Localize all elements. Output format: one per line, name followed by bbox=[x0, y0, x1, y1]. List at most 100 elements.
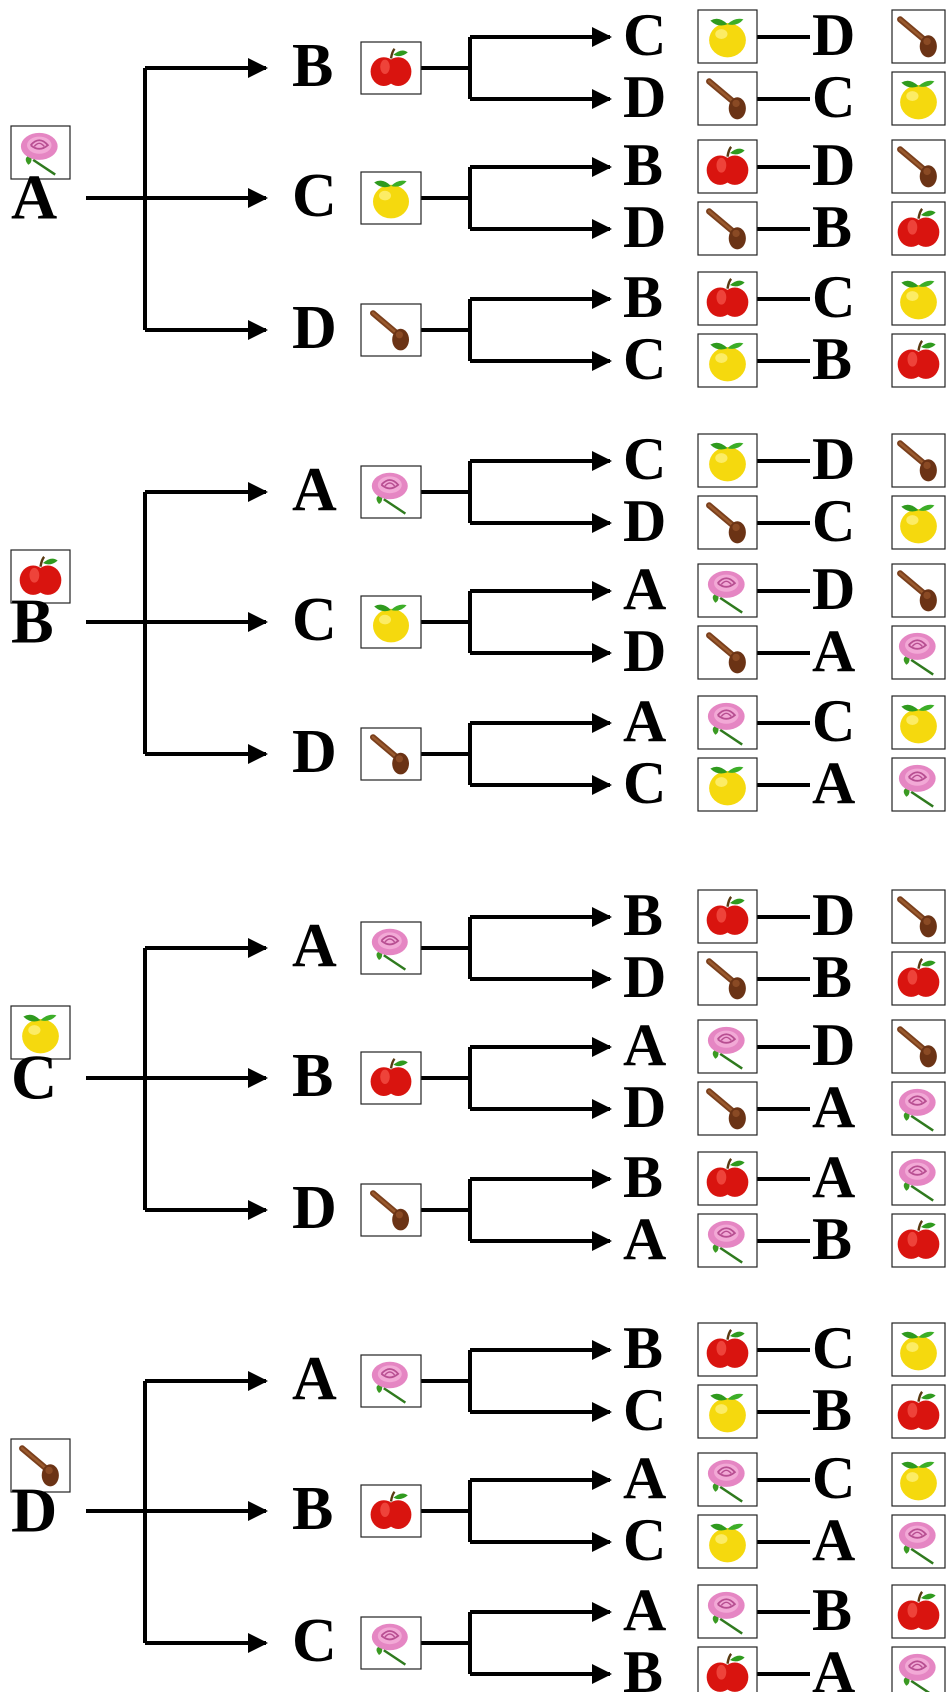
clove-icon bbox=[698, 72, 757, 125]
leaf-second-label: B bbox=[812, 326, 852, 392]
clove-icon bbox=[892, 890, 945, 943]
leaf-second-label: C bbox=[812, 1445, 855, 1511]
rose-icon bbox=[698, 1020, 757, 1073]
rose-icon bbox=[698, 564, 757, 617]
root-label: C bbox=[11, 1042, 57, 1113]
rose-icon bbox=[698, 1214, 757, 1267]
rose-icon bbox=[892, 1082, 945, 1135]
leaf-first-label: C bbox=[623, 426, 666, 492]
leaf-first-label: B bbox=[623, 132, 663, 198]
clove-icon bbox=[892, 140, 945, 193]
clove-icon bbox=[698, 1082, 757, 1135]
lemon-icon bbox=[361, 172, 421, 224]
leaf-first-label: C bbox=[623, 750, 666, 816]
leaf-second-label: C bbox=[812, 64, 855, 130]
apple-icon bbox=[892, 1214, 945, 1267]
branch-label: C bbox=[292, 1607, 337, 1675]
apple-icon bbox=[892, 202, 945, 255]
lemon-icon bbox=[892, 1453, 945, 1506]
rose-icon bbox=[361, 922, 421, 974]
apple-icon bbox=[892, 952, 945, 1005]
clove-icon bbox=[361, 1184, 421, 1236]
leaf-first-label: C bbox=[623, 2, 666, 68]
leaf-second-label: A bbox=[812, 1507, 855, 1573]
leaf-first-label: D bbox=[623, 488, 666, 554]
clove-icon bbox=[698, 496, 757, 549]
leaf-first-label: D bbox=[623, 1074, 666, 1140]
branch-label: C bbox=[292, 586, 337, 654]
branch-label: D bbox=[292, 718, 337, 786]
branch-label: A bbox=[292, 912, 337, 980]
lemon-icon bbox=[892, 272, 945, 325]
leaf-second-label: D bbox=[812, 426, 855, 492]
rose-icon bbox=[698, 1585, 757, 1638]
branch-label: B bbox=[292, 1475, 333, 1543]
lemon-icon bbox=[698, 1515, 757, 1568]
leaf-second-label: A bbox=[812, 1144, 855, 1210]
lemon-icon bbox=[892, 496, 945, 549]
lemon-icon bbox=[698, 1385, 757, 1438]
apple-icon bbox=[698, 1152, 757, 1205]
branch-label: A bbox=[292, 456, 337, 524]
apple-icon bbox=[361, 1052, 421, 1104]
branch-label: A bbox=[292, 1345, 337, 1413]
leaf-second-label: B bbox=[812, 194, 852, 260]
leaf-second-label: C bbox=[812, 264, 855, 330]
lemon-icon bbox=[698, 334, 757, 387]
leaf-second-label: D bbox=[812, 2, 855, 68]
lemon-icon bbox=[892, 696, 945, 749]
leaf-first-label: B bbox=[623, 1144, 663, 1210]
clove-icon bbox=[892, 564, 945, 617]
clove-icon bbox=[892, 1020, 945, 1073]
leaf-first-label: D bbox=[623, 64, 666, 130]
rose-icon bbox=[361, 1355, 421, 1407]
leaf-second-label: B bbox=[812, 1577, 852, 1643]
leaf-first-label: A bbox=[623, 1012, 666, 1078]
leaf-first-label: B bbox=[623, 264, 663, 330]
leaf-second-label: D bbox=[812, 132, 855, 198]
leaf-second-label: C bbox=[812, 688, 855, 754]
apple-icon bbox=[698, 140, 757, 193]
branch-label: B bbox=[292, 1042, 333, 1110]
leaf-first-label: D bbox=[623, 194, 666, 260]
rose-icon bbox=[892, 1515, 945, 1568]
rose-icon bbox=[892, 626, 945, 679]
branch-label: C bbox=[292, 162, 337, 230]
rose-icon bbox=[892, 758, 945, 811]
leaf-second-label: B bbox=[812, 944, 852, 1010]
leaf-first-label: C bbox=[623, 1377, 666, 1443]
lemon-icon bbox=[892, 1323, 945, 1376]
leaf-first-label: B bbox=[623, 882, 663, 948]
tree-nodes: ABCDDCCBDDBDBCCBBACDDCCADDADACCACABDDBBA… bbox=[11, 2, 945, 1692]
leaf-second-label: A bbox=[812, 1639, 855, 1692]
leaf-second-label: C bbox=[812, 1315, 855, 1381]
clove-icon bbox=[361, 728, 421, 780]
apple-icon bbox=[361, 42, 421, 94]
branch-label: D bbox=[292, 294, 337, 362]
leaf-first-label: A bbox=[623, 556, 666, 622]
leaf-second-label: B bbox=[812, 1377, 852, 1443]
apple-icon bbox=[698, 1647, 757, 1692]
leaf-second-label: D bbox=[812, 882, 855, 948]
branch-label: B bbox=[292, 32, 333, 100]
apple-icon bbox=[892, 334, 945, 387]
clove-icon bbox=[892, 10, 945, 63]
apple-icon bbox=[698, 890, 757, 943]
leaf-second-label: B bbox=[812, 1206, 852, 1272]
leaf-first-label: A bbox=[623, 1445, 666, 1511]
apple-icon bbox=[698, 1323, 757, 1376]
leaf-first-label: C bbox=[623, 1507, 666, 1573]
rose-icon bbox=[698, 1453, 757, 1506]
leaf-first-label: A bbox=[623, 1206, 666, 1272]
root-label: D bbox=[11, 1475, 57, 1546]
leaf-first-label: A bbox=[623, 1577, 666, 1643]
leaf-first-label: D bbox=[623, 618, 666, 684]
rose-icon bbox=[361, 466, 421, 518]
leaf-second-label: D bbox=[812, 1012, 855, 1078]
apple-icon bbox=[361, 1485, 421, 1537]
rose-icon bbox=[892, 1152, 945, 1205]
apple-icon bbox=[698, 272, 757, 325]
leaf-second-label: D bbox=[812, 556, 855, 622]
clove-icon bbox=[892, 434, 945, 487]
